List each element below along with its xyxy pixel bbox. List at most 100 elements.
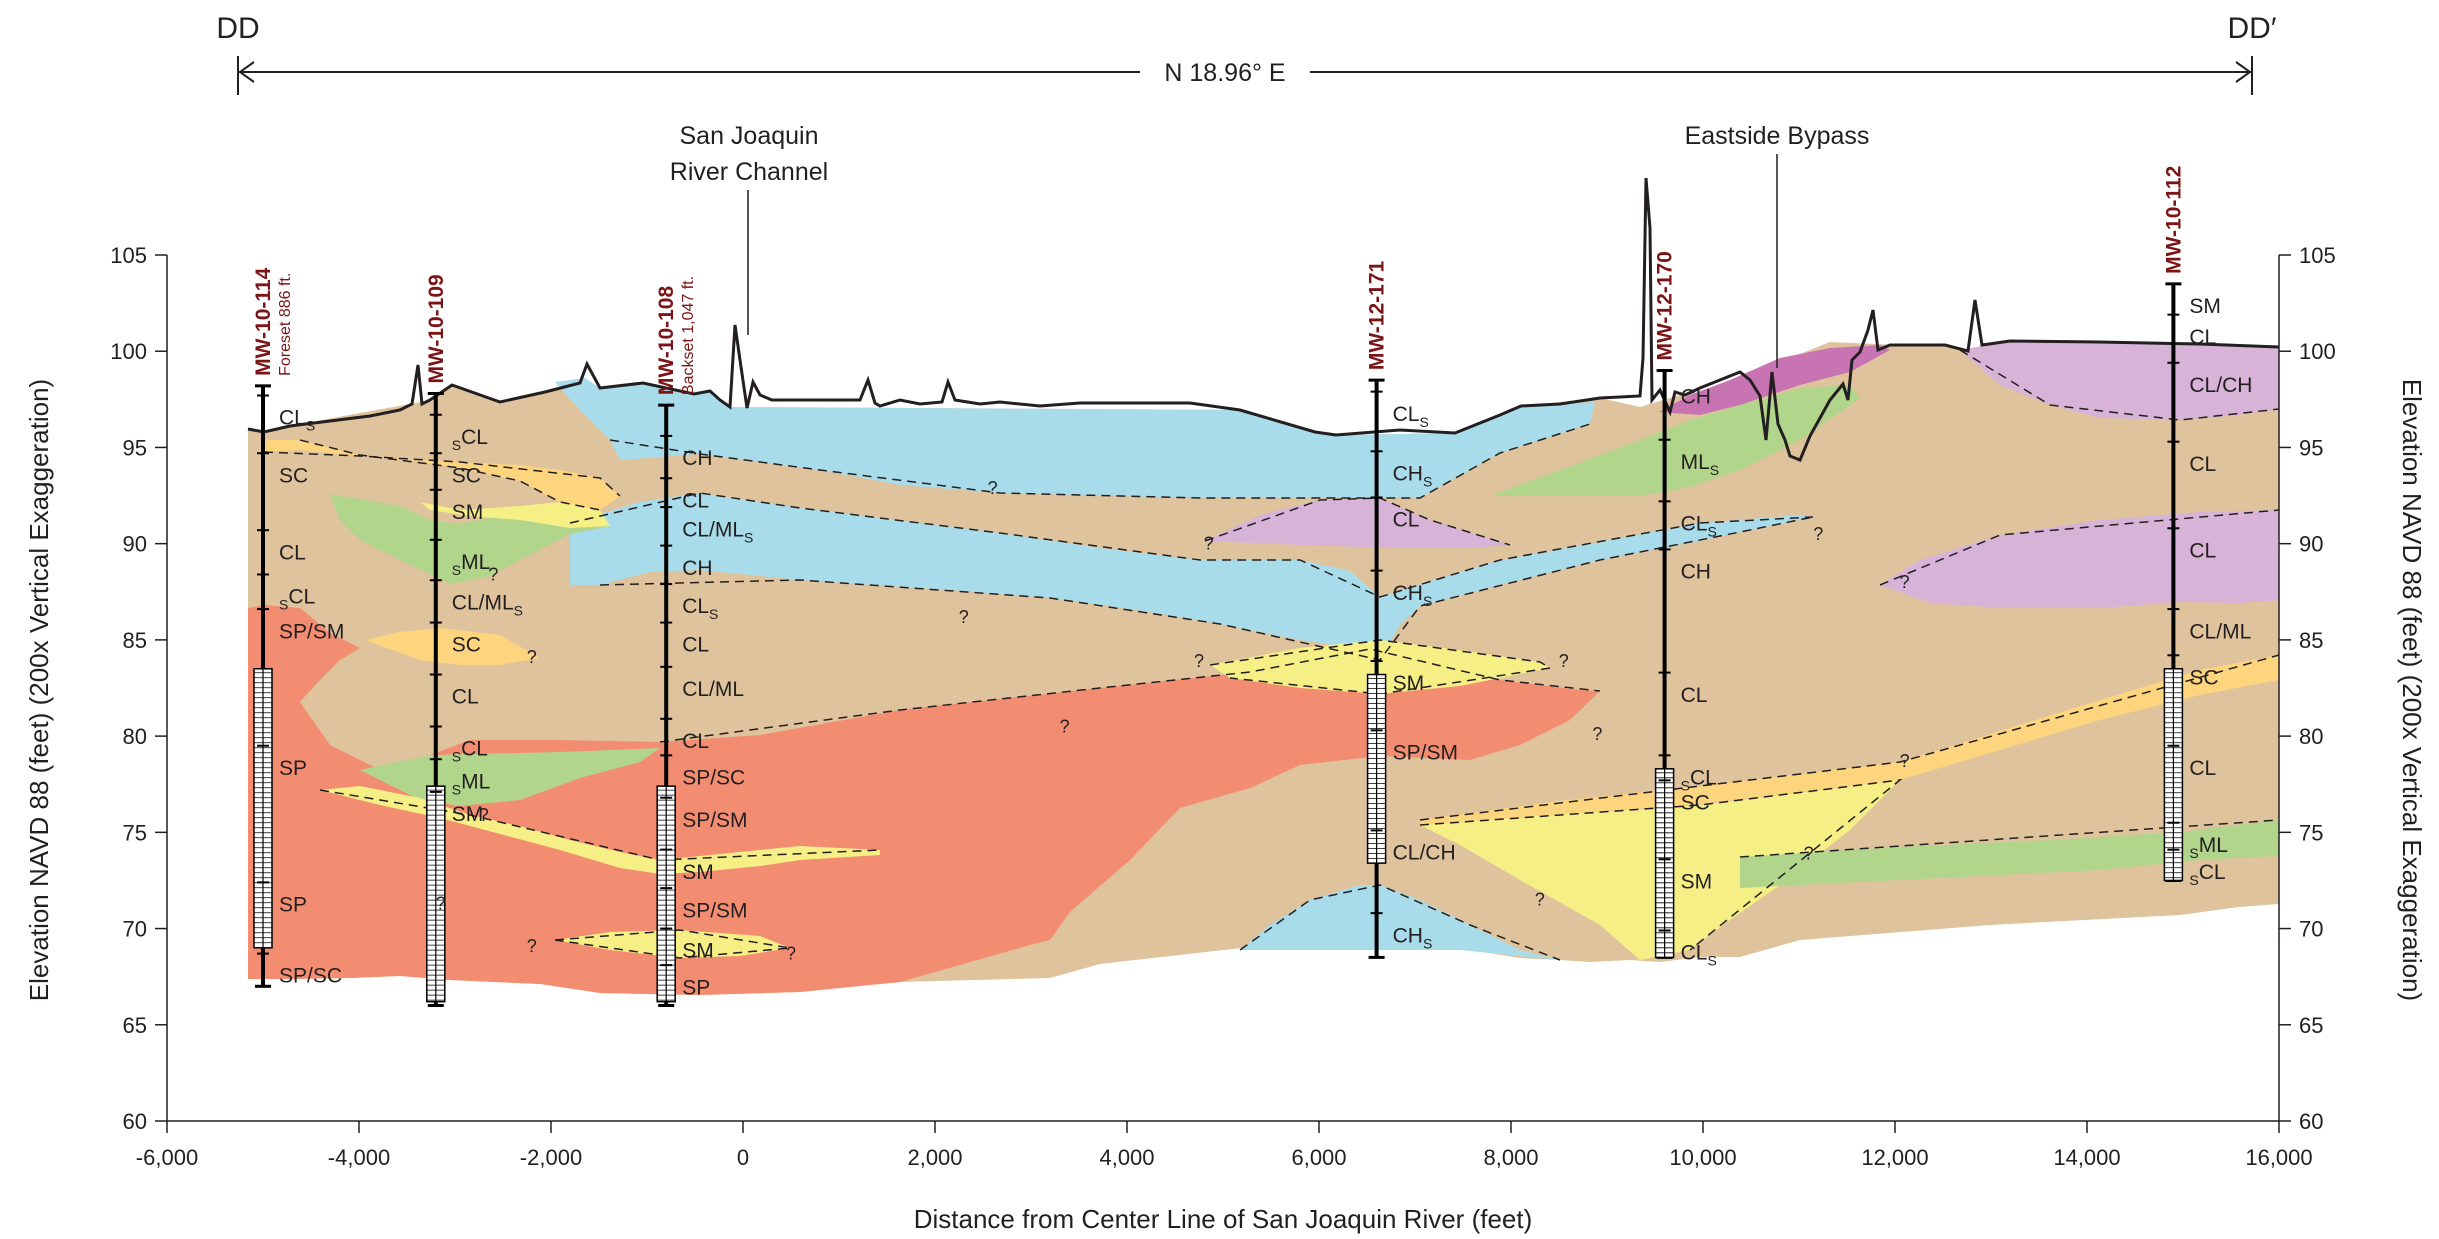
- unit-subscript: S: [709, 606, 718, 622]
- unit-label: CHS: [1393, 462, 1433, 489]
- unit-code: CL/ML: [682, 678, 744, 701]
- unit-code: CL: [461, 738, 488, 761]
- unit-code: SP: [279, 757, 307, 780]
- unit-label: SM: [1393, 672, 1425, 695]
- y-tick-label-left: 80: [123, 724, 147, 749]
- unit-label: SCL: [279, 586, 315, 613]
- y-axis-left-title: Elevation NAVD 88 (feet) (200x Vertical …: [24, 379, 54, 1001]
- unit-label: SC: [1681, 792, 1710, 815]
- unit-prefix: S: [2189, 845, 2198, 861]
- contact-10: [1419, 654, 2280, 821]
- x-tick-label: -6,000: [136, 1145, 198, 1170]
- unit-label: CL: [2189, 326, 2216, 349]
- unit-magenta-top: [1659, 345, 1890, 415]
- unit-label: SM: [682, 861, 714, 884]
- unit-label: SM: [682, 940, 714, 963]
- well-name: MW-10-109: [425, 274, 448, 383]
- unit-label: CL/MLS: [682, 518, 753, 545]
- unit-sm-upper: [420, 502, 610, 528]
- unit-code: CH: [1393, 924, 1423, 947]
- unit-label: SCL: [1681, 767, 1717, 794]
- bearing-label-bg: [1140, 56, 1310, 88]
- unit-code: SP/SM: [682, 809, 747, 832]
- unit-subscript: S: [744, 529, 753, 545]
- y-tick-label-right: 85: [2299, 628, 2323, 653]
- x-tick-label: 8,000: [1483, 1145, 1538, 1170]
- unit-label: CHS: [1393, 582, 1433, 609]
- unit-label: SM: [452, 803, 484, 826]
- unit-code: CH: [1393, 462, 1423, 485]
- unit-label: CHS: [1393, 924, 1433, 951]
- unit-subscript: S: [306, 418, 315, 434]
- x-tick-label: -4,000: [328, 1145, 390, 1170]
- unit-label: SM: [1681, 870, 1713, 893]
- unit-code: SP/SM: [682, 899, 747, 922]
- unit-label: CL: [682, 634, 709, 657]
- contact-9: [319, 789, 881, 861]
- unit-clch-right-lens: [1880, 510, 2279, 608]
- x-tick-label: 16,000: [2245, 1145, 2312, 1170]
- y-tick-label-right: 60: [2299, 1109, 2323, 1134]
- unit-subscript: S: [1419, 414, 1428, 430]
- unit-code: SM: [682, 861, 714, 884]
- unit-prefix: S: [279, 597, 288, 613]
- uncertain-contact-mark: ?: [1900, 572, 1910, 592]
- unit-code: CL: [2199, 861, 2226, 884]
- unit-subscript: S: [1707, 953, 1716, 969]
- unit-label: SCL: [452, 738, 488, 765]
- y-tick-label-right: 70: [2299, 917, 2323, 942]
- uncertain-contact-mark: ?: [786, 944, 796, 964]
- unit-code: SP: [279, 894, 307, 917]
- unit-code: SP/SC: [279, 965, 342, 988]
- unit-prefix: S: [1681, 778, 1690, 794]
- unit-label: SM: [452, 501, 484, 524]
- unit-subscript: S: [1710, 462, 1719, 478]
- y-tick-label-left: 75: [123, 820, 147, 845]
- unit-label: SP/SM: [1393, 742, 1458, 765]
- section-right-end: DD′: [2228, 12, 2277, 45]
- y-tick-label-right: 90: [2299, 532, 2323, 557]
- unit-label: CH: [1681, 385, 1711, 408]
- contact-14: [1739, 819, 2280, 858]
- landmark-annotations: San Joaquin River Channel Eastside Bypas…: [670, 122, 1869, 368]
- unit-code: SP: [682, 976, 710, 999]
- unit-code: SC: [452, 464, 481, 487]
- unit-code: CL: [279, 407, 306, 430]
- unit-code: CL: [452, 686, 479, 709]
- x-tick-label: 4,000: [1099, 1145, 1154, 1170]
- unit-ch-lower: [1240, 885, 1560, 960]
- unit-code: ML: [2199, 834, 2228, 857]
- uncertain-contact-mark: ?: [527, 647, 537, 667]
- uncertain-contact-mark: ?: [1194, 651, 1204, 671]
- section-left-arrowhead: [238, 61, 255, 83]
- unit-label: CH: [1681, 561, 1711, 584]
- unit-code: CL: [461, 426, 488, 449]
- unit-label: SCL: [2189, 861, 2225, 888]
- uncertain-contact-mark: ?: [1559, 651, 1569, 671]
- unit-prefix: S: [452, 781, 461, 797]
- unit-label: CLS: [1681, 942, 1717, 969]
- river-channel-label-line1: San Joaquin: [679, 122, 818, 150]
- unit-code: CL: [2189, 453, 2216, 476]
- unit-label: SC: [452, 634, 481, 657]
- x-tick-label: 0: [737, 1145, 749, 1170]
- well-name: MW-10-112: [2162, 166, 2185, 274]
- unit-label: SC: [452, 464, 481, 487]
- unit-code: CL: [682, 489, 709, 512]
- unit-code: SM: [452, 501, 484, 524]
- y-tick-label-left: 85: [123, 628, 147, 653]
- y-tick-label-right: 100: [2299, 339, 2336, 364]
- unit-code: CH: [682, 447, 712, 470]
- unit-code: SP/SM: [1393, 742, 1458, 765]
- unit-code: CL: [1681, 684, 1708, 707]
- unit-code: CL: [1393, 403, 1420, 426]
- y-tick-label-left: 90: [123, 532, 147, 557]
- unit-code: SM: [2189, 295, 2221, 318]
- unit-code: CL: [288, 586, 315, 609]
- unit-code: SC: [452, 634, 481, 657]
- contact-5: [599, 516, 1814, 661]
